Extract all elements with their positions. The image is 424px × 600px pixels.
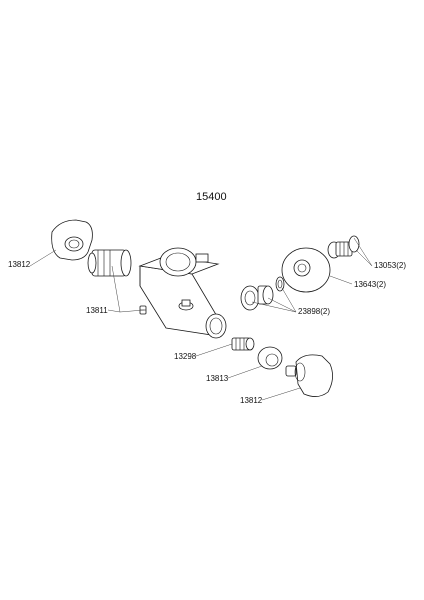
label-13053: 13053(2) <box>374 261 407 270</box>
label-13812-left: 13812 <box>8 260 31 269</box>
handle-right <box>285 354 333 397</box>
cartridge <box>87 249 132 277</box>
cover-disc <box>281 247 331 293</box>
nut-and-washers <box>240 276 285 311</box>
label-13812-right: 13812 <box>240 396 263 405</box>
drawing-title: 15400 <box>196 191 227 203</box>
eccentric-connector <box>327 235 360 259</box>
handle-cap-left <box>51 219 93 261</box>
valve-body <box>138 247 227 339</box>
label-23898: 23898(2) <box>298 307 331 316</box>
label-13811: 13811 <box>86 306 108 315</box>
leader-lines <box>29 237 373 401</box>
spindle <box>231 337 255 351</box>
stop-ring <box>257 346 283 370</box>
label-13813: 13813 <box>206 374 229 383</box>
label-13643: 13643(2) <box>354 280 387 289</box>
label-13298: 13298 <box>174 352 197 361</box>
